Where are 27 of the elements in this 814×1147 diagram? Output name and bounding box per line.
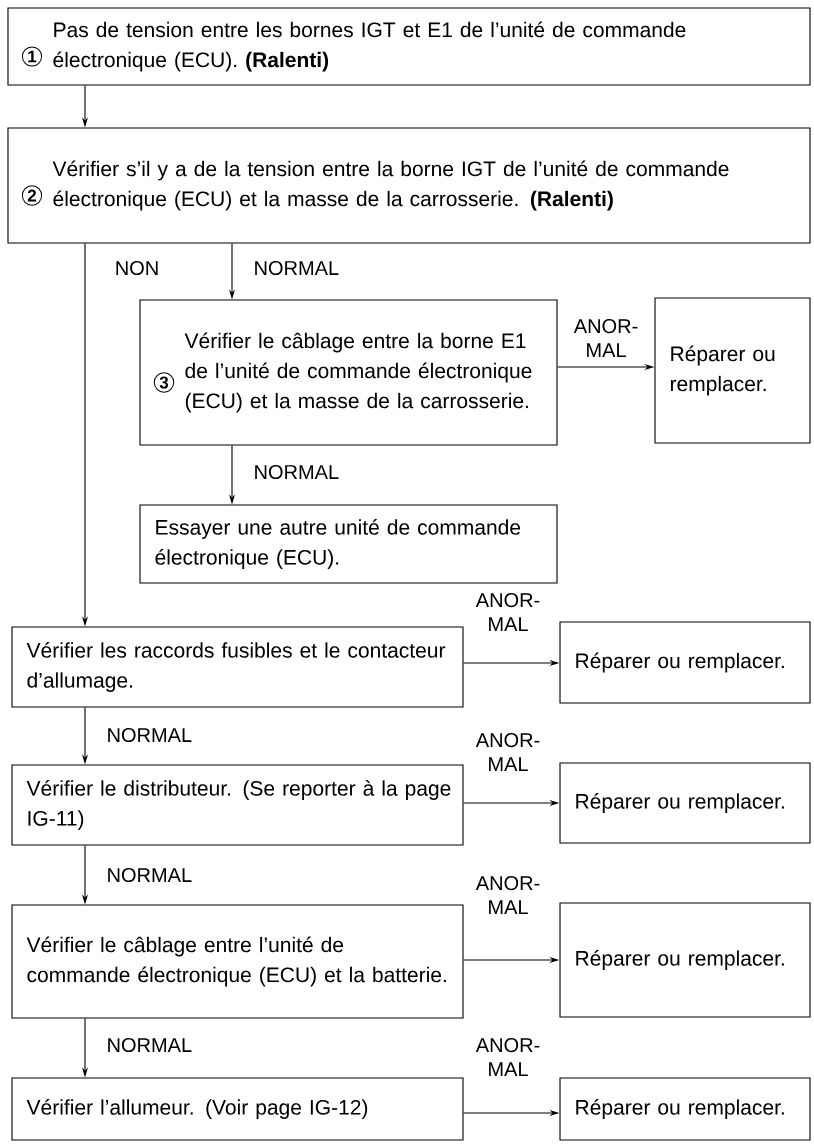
process-box: Réparer ou remplacer.	[559, 762, 811, 844]
edge-label: NORMAL	[108, 1037, 192, 1053]
edge-label: NORMAL	[108, 867, 192, 883]
process-box: Essayer une autre unité de commande électronique (ECU).	[139, 504, 558, 584]
process-box: Vérifier le câblage entre l’unité de commande électronique (ECU) et la batterie.	[11, 904, 464, 1019]
step-number: 2	[21, 185, 43, 206]
process-box: Réparer ou remplacer.	[654, 297, 811, 444]
edge-label: ANOR- MAL	[475, 876, 540, 914]
edge-label: NORMAL	[255, 464, 339, 480]
process-box: 3 Vérifier le câblage entre la borne E1 de l’unité de commande électronique (ECU) et la masse de la carrosserie.	[139, 299, 558, 446]
edge-label: NON	[116, 260, 158, 276]
process-box: Réparer ou remplacer.	[559, 1077, 811, 1141]
process-box: Réparer ou remplacer.	[559, 621, 811, 704]
edge-label: ANOR- MAL	[475, 733, 540, 771]
edge-label: NORMAL	[108, 727, 192, 743]
edge-label: ANOR- MAL	[475, 593, 540, 631]
step-number: 3	[153, 372, 175, 393]
edge-label: ANOR- MAL	[573, 319, 638, 357]
process-box: Réparer ou remplacer.	[559, 902, 811, 1018]
process-box: Vérifier les raccords fusibles et le contacteur d’allumage.	[11, 626, 464, 708]
process-box: Vérifier l’allumeur. (Voir page IG-12)	[11, 1077, 464, 1141]
process-box: 2 Vérifier s’il y a de la tension entre la borne IGT de l’unité de commande électronique (ECU) et la masse de la carrosserie. (Ralenti)	[7, 127, 811, 244]
process-box: Vérifier le distributeur. (Se reporter à la page IG-11)	[11, 764, 464, 846]
edge-label: ANOR- MAL	[475, 1038, 540, 1076]
edge-label: NORMAL	[255, 260, 339, 276]
process-box: 1 Pas de tension entre les bornes IGT et E1 de l’unité de commande électronique (ECU). (Ralenti)	[7, 7, 811, 86]
step-number: 1	[21, 46, 43, 67]
